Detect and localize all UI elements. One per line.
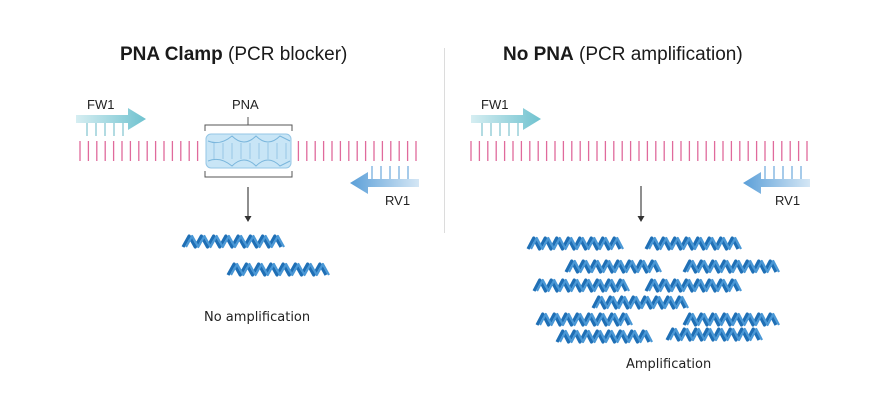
right-down-arrow-icon xyxy=(637,186,645,222)
dna-helix-icon xyxy=(555,329,653,344)
pna-bracket-top xyxy=(204,124,293,131)
right-forward-primer xyxy=(471,108,541,136)
pna-backbone-top xyxy=(207,135,291,144)
left-base-pairs xyxy=(79,141,417,161)
dna-helix-icon xyxy=(535,312,633,327)
left-title-rest: (PCR blocker) xyxy=(222,44,348,65)
dna-helix-icon xyxy=(682,312,780,327)
right-title-bold: No PNA xyxy=(503,44,574,65)
reverse-arrow-icon xyxy=(743,172,810,194)
right-panel-title: No PNA (PCR amplification) xyxy=(503,44,743,66)
pna-base-pairs xyxy=(213,143,287,159)
dna-helix-icon xyxy=(226,262,330,277)
pna-bracket-bottom xyxy=(204,171,293,178)
dna-helix-icon xyxy=(665,327,763,342)
left-down-arrow-icon xyxy=(244,187,252,222)
dna-helix-icon xyxy=(564,259,662,274)
pna-label: PNA xyxy=(232,97,259,112)
dna-helix-icon xyxy=(644,278,742,293)
right-dna-duplex xyxy=(465,137,812,165)
pna-clamp-panel: PNA Clamp (PCR blocker) FW1 PNA RV1 No a… xyxy=(0,0,444,412)
forward-arrow-icon xyxy=(76,108,146,130)
panel-divider xyxy=(444,48,445,233)
dna-helix-icon xyxy=(644,236,742,251)
left-rv1-label: RV1 xyxy=(385,193,411,208)
right-fw1-label: FW1 xyxy=(481,97,509,112)
no-amplification-caption: No amplification xyxy=(204,310,311,325)
left-forward-primer xyxy=(76,108,146,136)
right-base-pairs xyxy=(470,141,808,161)
pna-clamp xyxy=(204,117,293,178)
right-title-rest: (PCR amplification) xyxy=(573,44,743,65)
dna-helix-icon xyxy=(526,236,624,251)
dna-helix-icon xyxy=(532,278,630,293)
dna-helix-icon xyxy=(591,295,689,310)
left-fw1-label: FW1 xyxy=(87,97,115,112)
dna-helix-icon xyxy=(181,234,285,249)
forward-arrow-icon xyxy=(471,108,541,130)
left-title-bold: PNA Clamp xyxy=(120,44,223,65)
dna-helix-icon xyxy=(682,259,780,274)
pcr-products xyxy=(181,234,780,344)
right-reverse-primer xyxy=(743,166,810,194)
right-rv1-label: RV1 xyxy=(775,193,801,208)
pna-block xyxy=(205,133,292,169)
left-reverse-primer xyxy=(350,166,419,194)
left-panel-title: PNA Clamp (PCR blocker) xyxy=(120,44,347,66)
reverse-arrow-icon xyxy=(350,172,419,194)
no-pna-panel: No PNA (PCR amplification) FW1 RV1 Ampli… xyxy=(445,0,889,412)
amplification-caption: Amplification xyxy=(626,357,712,372)
pna-backbone-bottom xyxy=(207,158,291,167)
